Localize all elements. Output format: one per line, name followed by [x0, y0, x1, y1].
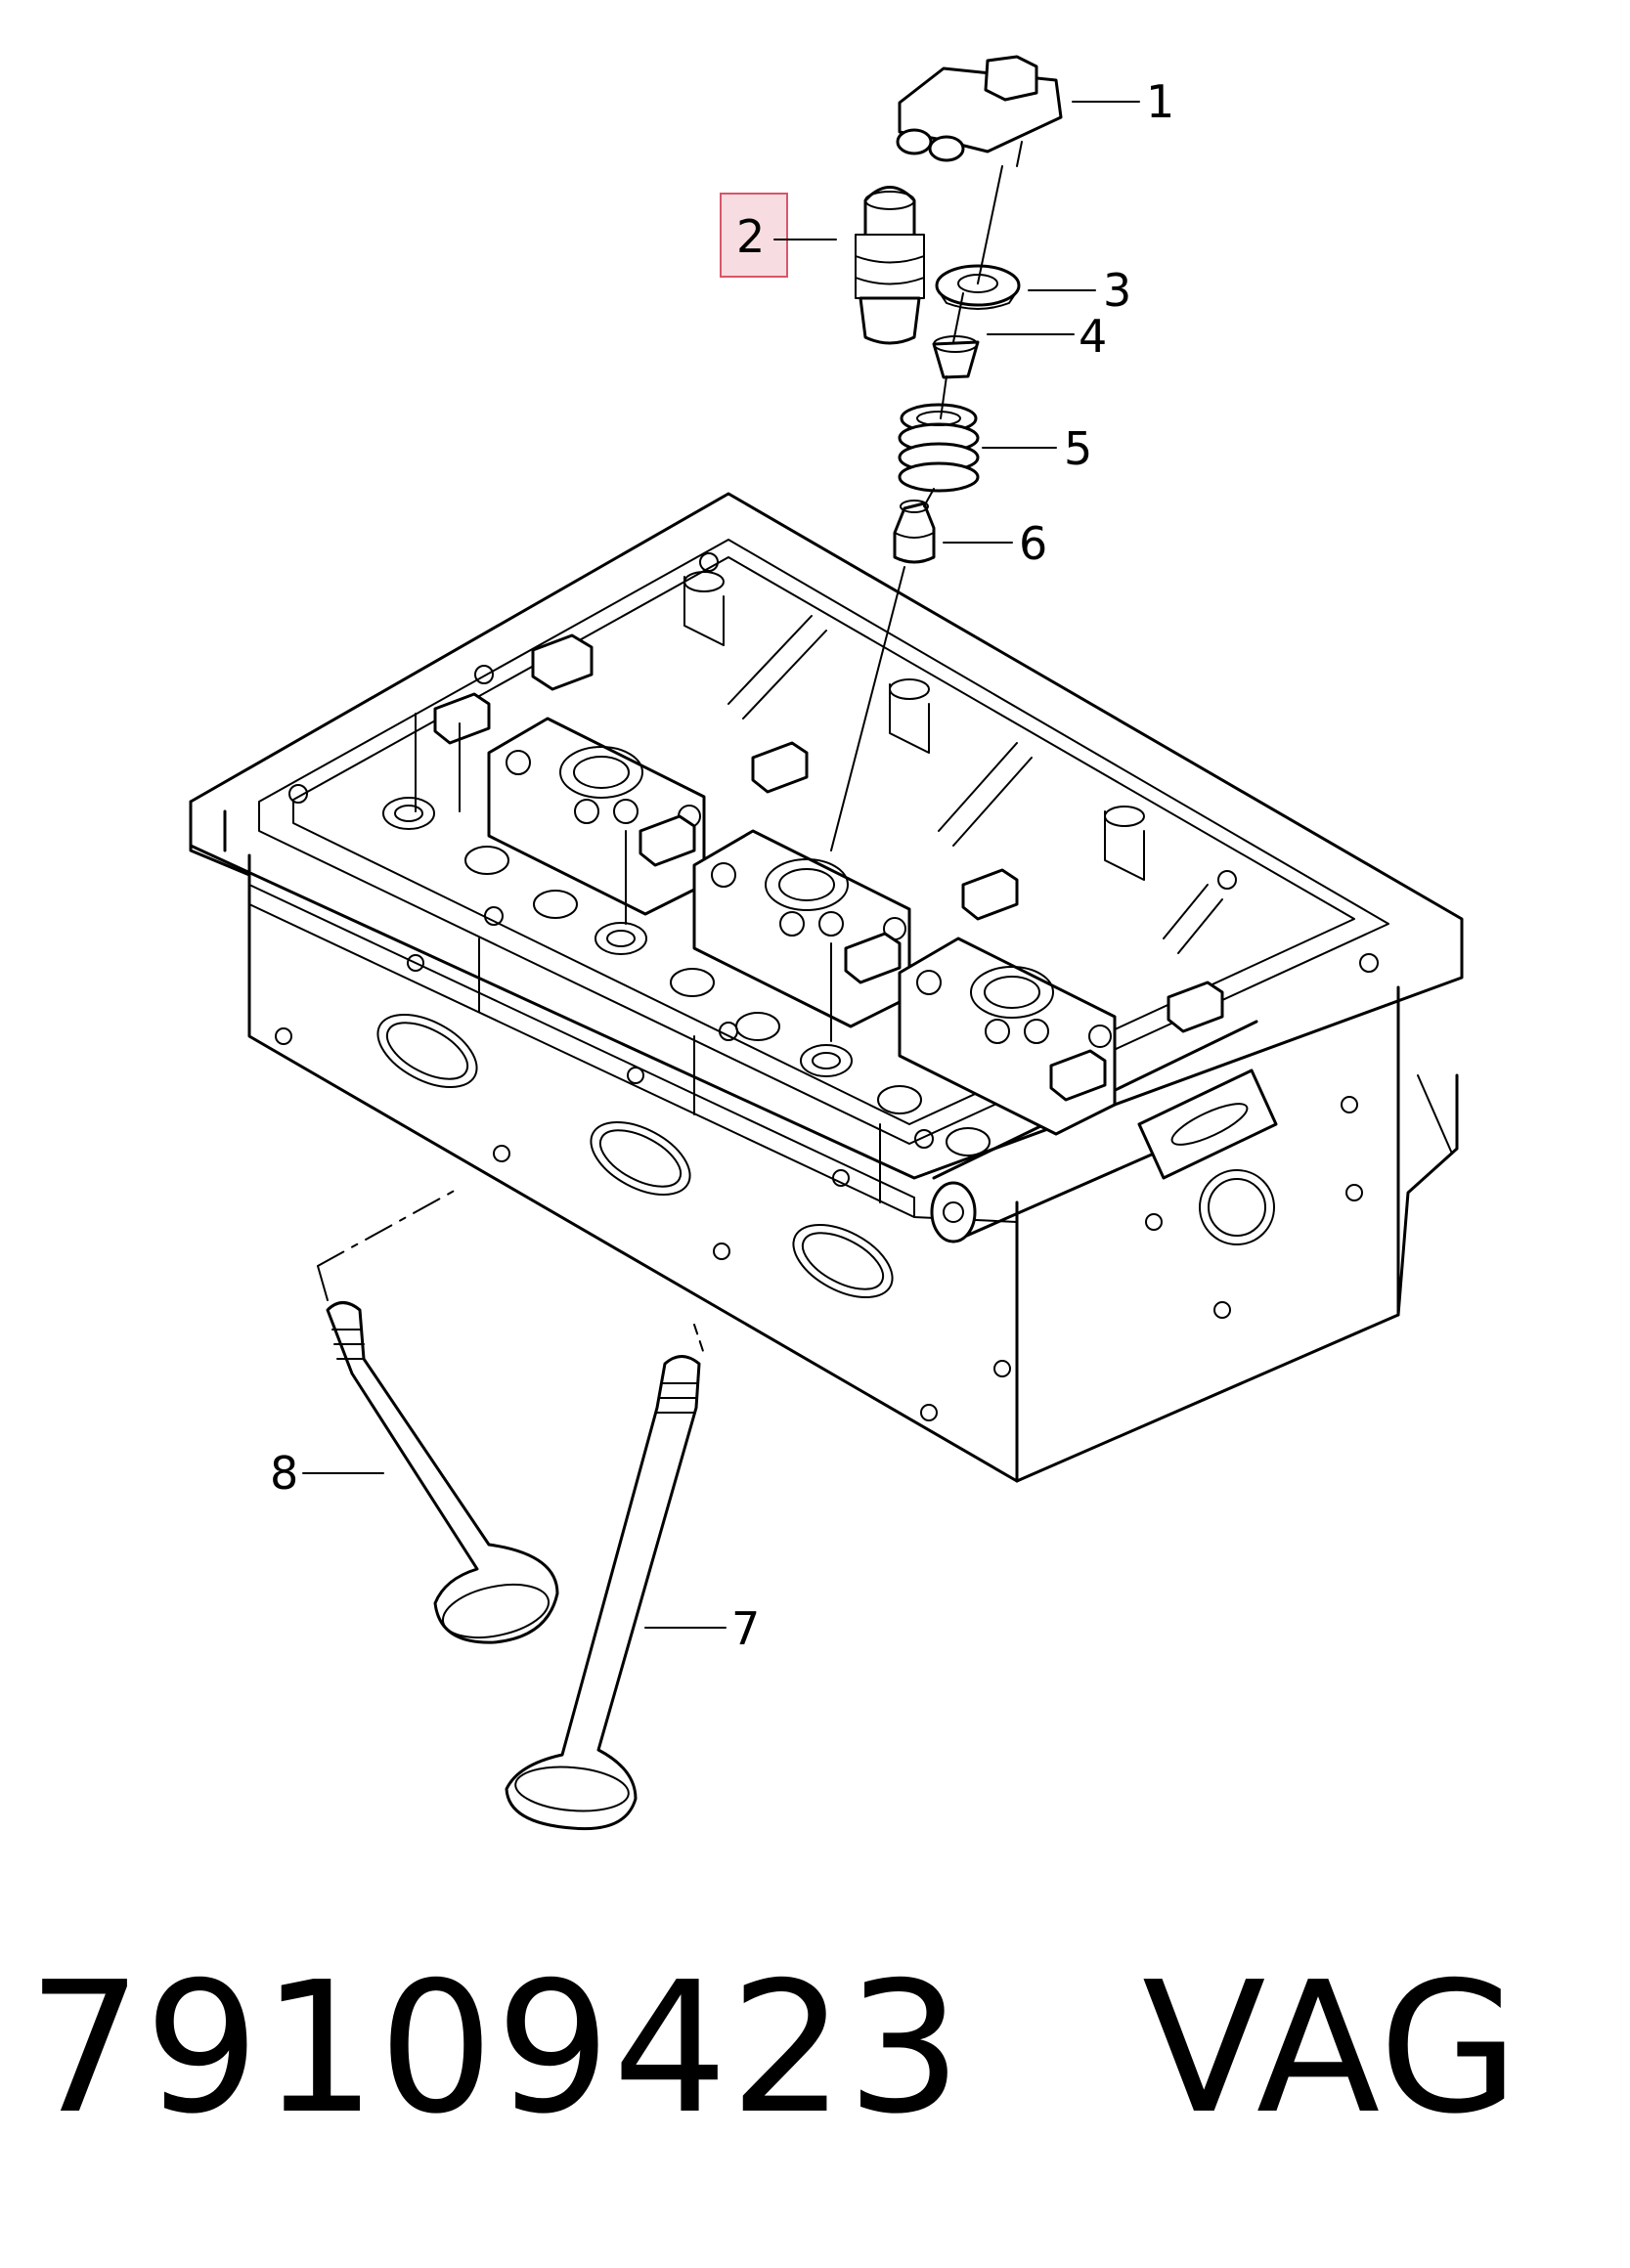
callout-7-label: 7	[731, 1602, 760, 1655]
valve-spring-drawing	[898, 403, 980, 493]
callout-4-label: 4	[1079, 310, 1107, 363]
callout-3[interactable]: 3	[1028, 264, 1131, 317]
exhaust-valve-drawing	[505, 1355, 701, 1831]
spring-retainer-drawing	[935, 264, 1021, 310]
callout-1-label: 1	[1146, 75, 1174, 128]
exploded-parts-diagram: 1 2 3 4 5 6 7 8	[189, 55, 1464, 1831]
valve-stem-seal-drawing	[893, 500, 936, 564]
part-caption: 79109423 VAG	[27, 1936, 1611, 2160]
callout-7[interactable]: 7	[644, 1602, 760, 1655]
callout-2-label: 2	[736, 210, 765, 263]
callout-2[interactable]: 2	[720, 193, 837, 278]
callout-8-label: 8	[270, 1447, 298, 1500]
brand-name: VAG	[1142, 1942, 1521, 2154]
valve-cotter-drawing	[932, 335, 980, 379]
callout-3-label: 3	[1103, 264, 1131, 317]
cam-pedestal-3	[898, 937, 1117, 1136]
cam-pedestal-2	[692, 829, 911, 1028]
callout-1[interactable]: 1	[1072, 75, 1174, 128]
callout-8[interactable]: 8	[270, 1447, 384, 1500]
callout-5-label: 5	[1064, 422, 1092, 475]
intake-valve-drawing	[326, 1301, 559, 1644]
callout-6[interactable]: 6	[943, 517, 1047, 570]
callout-5[interactable]: 5	[982, 422, 1092, 475]
callout-2-highlight	[720, 193, 788, 278]
part-number: 79109423	[27, 1942, 964, 2154]
hydraulic-lifter-drawing	[855, 186, 925, 345]
callout-4[interactable]: 4	[987, 310, 1107, 363]
rocker-arm-drawing	[896, 55, 1063, 167]
cam-pedestal-1	[487, 717, 706, 916]
callout-6-label: 6	[1019, 517, 1047, 570]
cylinder-head	[189, 492, 1464, 1483]
